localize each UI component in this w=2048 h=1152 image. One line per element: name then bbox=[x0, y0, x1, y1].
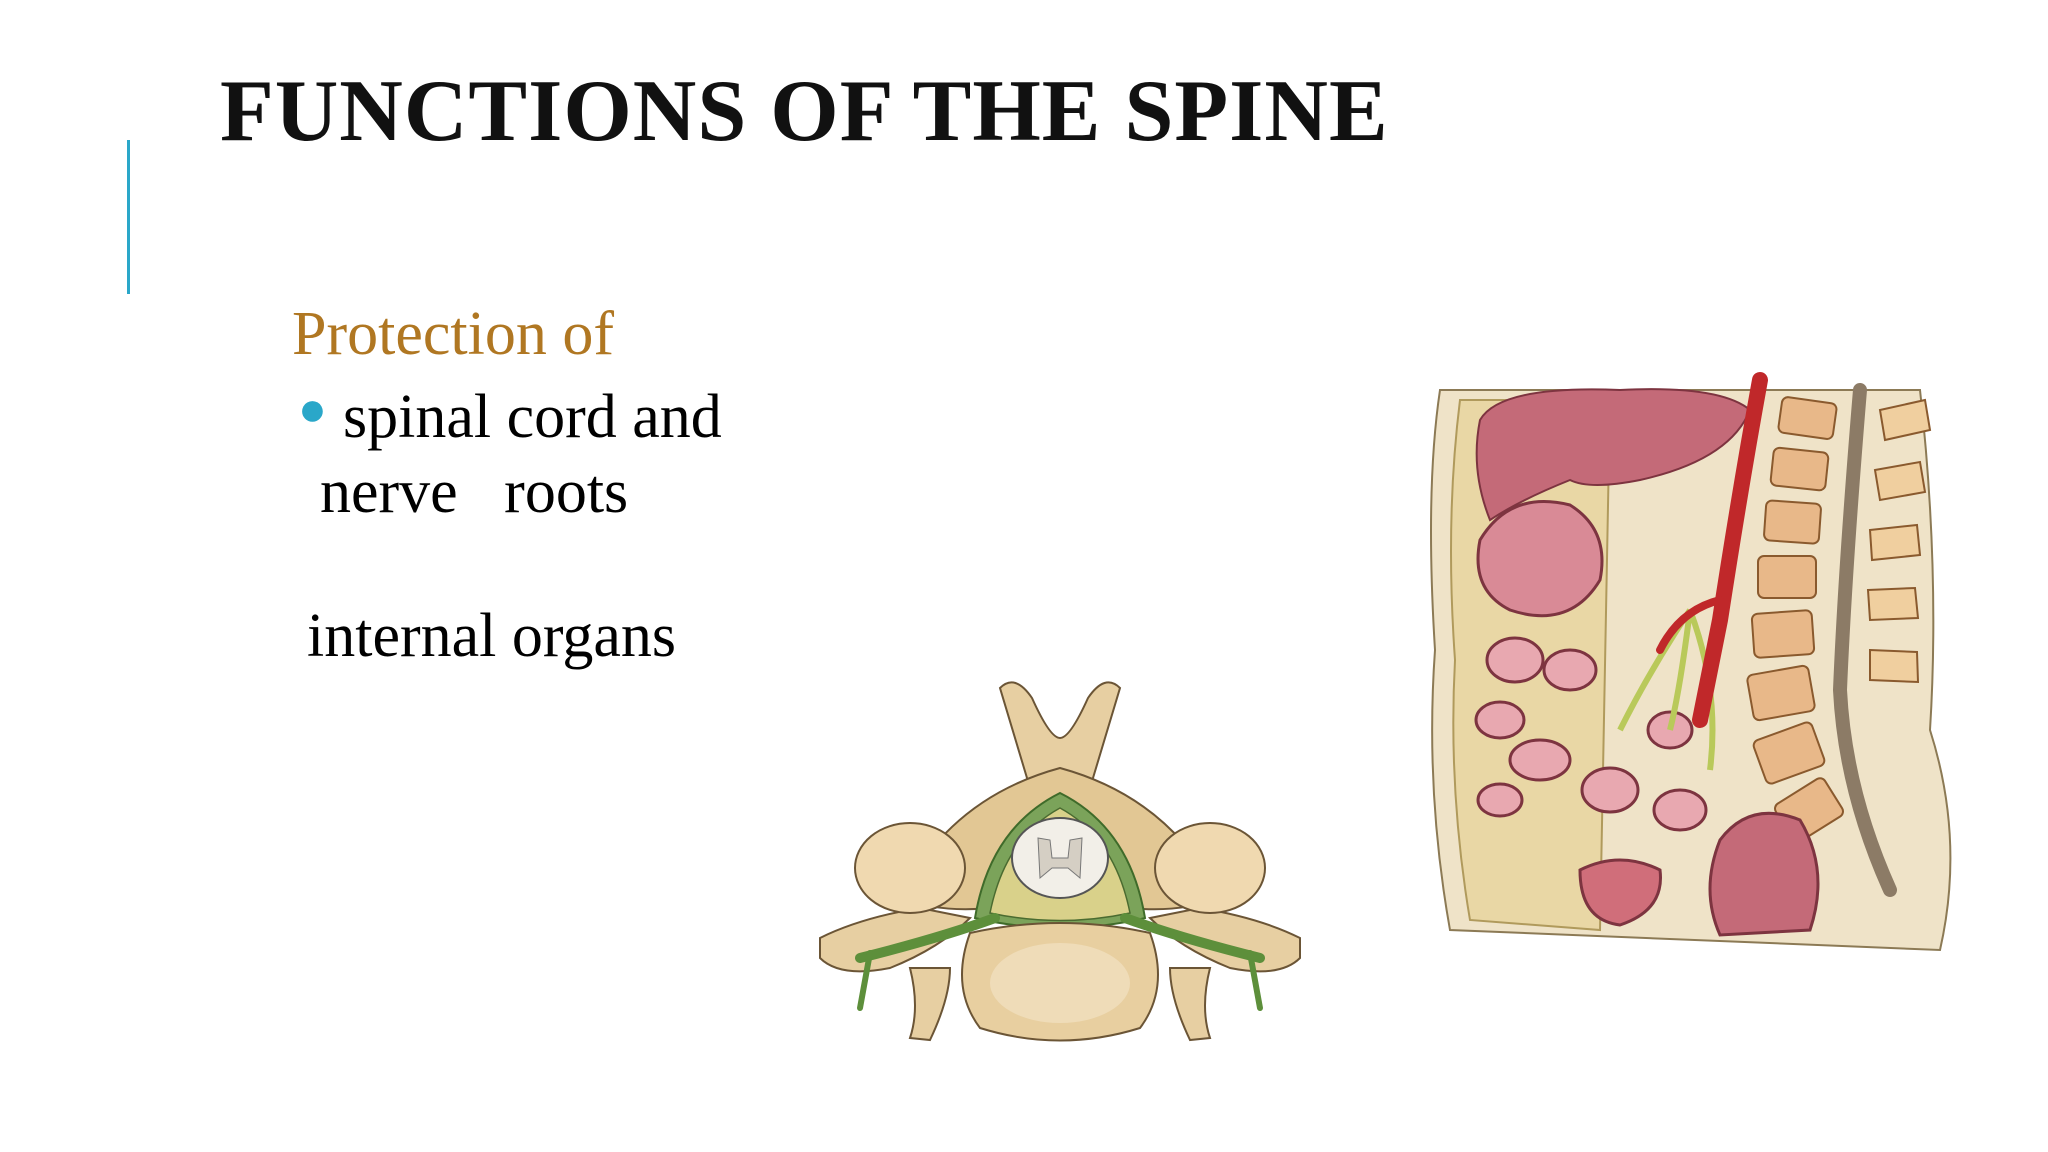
vertebra-illustration bbox=[819, 681, 1301, 1042]
slide-title: FUNCTIONS OF THE SPINE bbox=[220, 63, 1389, 160]
bullet-text-line1: spinal cord and bbox=[343, 383, 722, 451]
sagittal-section-illustration bbox=[1430, 372, 1952, 952]
bullet-item: ● spinal cord and bbox=[298, 383, 722, 451]
accent-bar bbox=[127, 140, 130, 294]
bullet-text-line2: nerve roots bbox=[320, 458, 629, 526]
bullet-dot-icon: ● bbox=[298, 383, 327, 436]
internal-organs-text: internal organs bbox=[307, 602, 677, 670]
subhead: Protection of bbox=[292, 300, 614, 368]
